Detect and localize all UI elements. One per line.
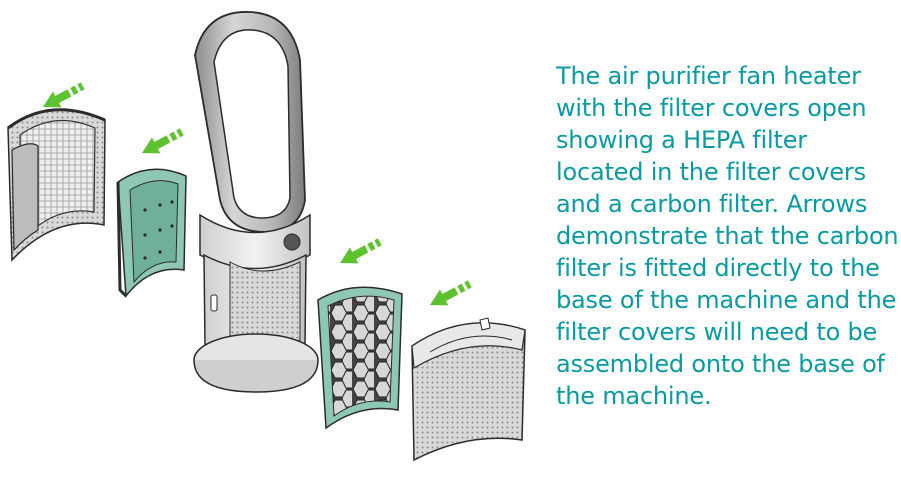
description-text: The air purifier fan heater with the fil… [556,62,899,410]
purifier-machine [193,11,319,393]
filter-cover-with-hepa [7,108,106,262]
carbon-filter-hex [317,286,403,430]
green-arrow-icon [335,233,384,271]
filter-cover-right [411,317,526,462]
carbon-filter-back [116,168,187,299]
green-arrow-icon [425,275,474,313]
purifier-illustration [7,11,526,462]
green-arrow-icon [137,123,186,161]
